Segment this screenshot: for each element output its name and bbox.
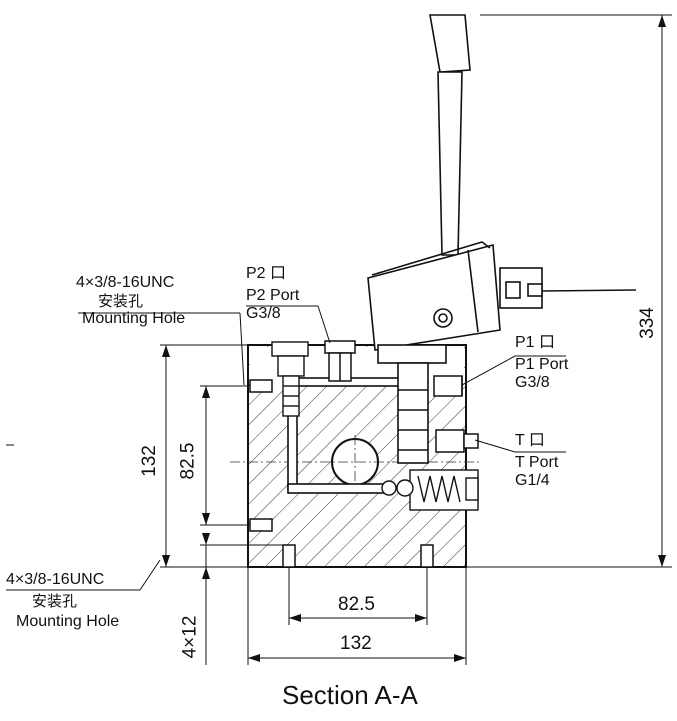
dim-body-height: 132 bbox=[138, 445, 160, 477]
t-size: G1/4 bbox=[515, 472, 550, 489]
p1-size: G3/8 bbox=[515, 374, 550, 391]
dim-hole-spacing-horizontal: 82.5 bbox=[338, 594, 375, 615]
t-port-label: T 口 T Port G1/4 bbox=[515, 432, 558, 490]
en-label: Mounting Hole bbox=[82, 310, 186, 327]
cn-label: 安装孔 bbox=[32, 592, 78, 610]
dim-hole-depth: 4×12 bbox=[179, 615, 201, 659]
cn-label: 安装孔 bbox=[98, 292, 144, 310]
p2-port-fitting bbox=[324, 340, 356, 382]
dim-overall-height: 334 bbox=[636, 307, 658, 339]
dimension-lines bbox=[6, 14, 672, 665]
mounting-hole-label-bottom: 4×3/8-16UNC 安装孔 Mounting Hole bbox=[6, 571, 119, 631]
thread-spec: 4×3/8-16UNC bbox=[6, 571, 105, 588]
dim-hole-spacing-vertical: 82.5 bbox=[177, 442, 199, 480]
p1-port-label: P1 口 P1 Port G3/8 bbox=[515, 334, 568, 392]
dim-body-width: 132 bbox=[340, 633, 372, 654]
p1-title: P1 口 bbox=[515, 334, 556, 351]
dimension-arrows bbox=[162, 15, 666, 662]
t-name: T Port bbox=[515, 454, 559, 471]
section-caption: Section A-A bbox=[282, 680, 418, 710]
check-valve-spring bbox=[396, 469, 479, 511]
t-port-fitting bbox=[435, 429, 479, 453]
t-title: T 口 bbox=[515, 432, 545, 449]
leader-lines bbox=[6, 305, 566, 591]
p2-port-label: P2 口 P2 Port G3/8 bbox=[246, 265, 299, 323]
relief-valve-left bbox=[271, 341, 309, 417]
p1-name: P1 Port bbox=[515, 356, 569, 373]
thread-spec: 4×3/8-16UNC bbox=[76, 274, 175, 291]
lever-assembly bbox=[367, 14, 637, 464]
p2-title: P2 口 bbox=[246, 265, 287, 282]
mounting-holes-bottom bbox=[282, 544, 434, 568]
p1-port-fitting bbox=[433, 375, 463, 397]
mounting-hole-label-top: 4×3/8-16UNC 安装孔 Mounting Hole bbox=[76, 274, 185, 328]
p2-name: P2 Port bbox=[246, 287, 300, 304]
p2-size: G3/8 bbox=[246, 305, 281, 322]
en-label: Mounting Hole bbox=[16, 613, 120, 630]
centerlines bbox=[230, 435, 480, 490]
passage-ball bbox=[381, 480, 397, 496]
